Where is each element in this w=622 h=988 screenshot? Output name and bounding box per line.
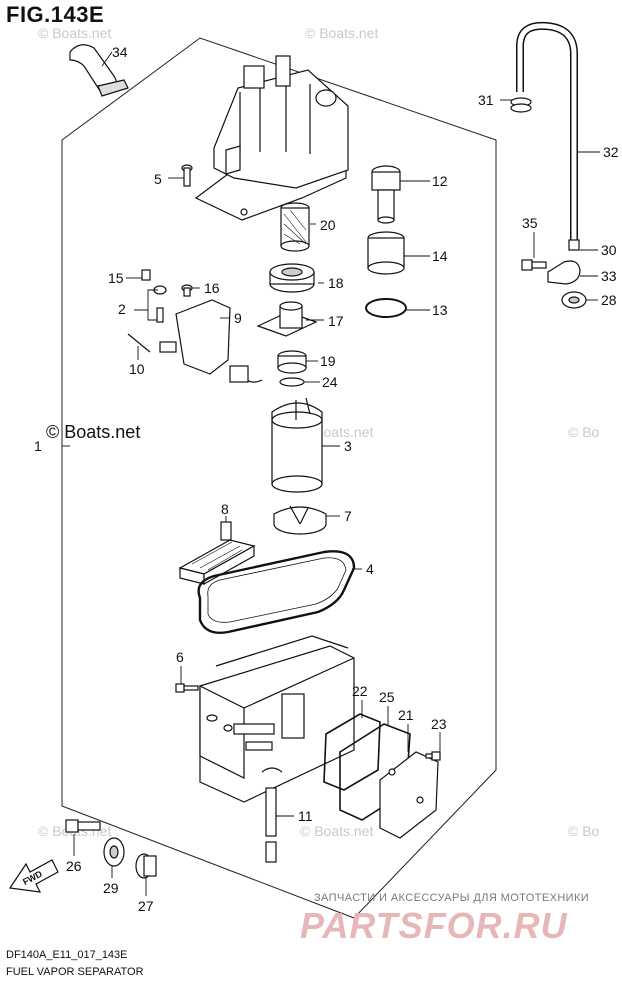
callout-26: 26 <box>66 858 82 874</box>
callout-1: 1 <box>34 438 42 454</box>
callout-13: 13 <box>432 302 448 318</box>
callout-17: 17 <box>328 313 344 329</box>
callout-29: 29 <box>103 880 119 896</box>
callout-28: 28 <box>601 292 617 308</box>
cover-gasket-part <box>323 713 381 791</box>
screw-part-16 <box>181 284 193 297</box>
figure-title: FIG.143E <box>6 2 105 27</box>
plate-part-17 <box>256 301 318 337</box>
parts-art <box>65 21 587 879</box>
watermark-6: © Boats.net <box>300 823 373 839</box>
assembly-outline <box>61 37 497 919</box>
pin-part-11 <box>265 787 277 863</box>
callout-25: 25 <box>379 689 395 705</box>
cap-part-14 <box>367 231 405 275</box>
bolt-part-6 <box>175 683 199 693</box>
callout-31: 31 <box>478 92 494 108</box>
regulator-part-12 <box>371 165 401 224</box>
watermark-4: © Bo <box>568 424 600 440</box>
watermark-2: © Boats.net <box>305 25 378 41</box>
callout-24: 24 <box>322 374 338 390</box>
callout-22: 22 <box>352 683 368 699</box>
chamber-body <box>199 635 355 803</box>
washer-part-29 <box>103 837 125 867</box>
callout-12: 12 <box>432 173 448 189</box>
bolt-part-26 <box>65 819 101 833</box>
callout-21: 21 <box>398 707 414 723</box>
gasket-inner-edge <box>207 557 347 623</box>
collar-part-27 <box>135 853 157 879</box>
callout-9: 9 <box>234 310 242 326</box>
shop-tagline: ЗАПЧАСТИ И АКСЕССУАРЫ ДЛЯ МОТОТЕХНИКИ <box>314 892 590 904</box>
callout-27: 27 <box>138 898 154 914</box>
hose-part <box>516 21 578 246</box>
watermarks: © Boats.net © Boats.net © Boats.net © Bo… <box>38 25 600 839</box>
callout-18: 18 <box>328 275 344 291</box>
hose-part-core <box>517 23 577 246</box>
callout-8: 8 <box>221 501 229 517</box>
leader-lines <box>62 51 600 896</box>
callout-19: 19 <box>320 353 336 369</box>
callout-33: 33 <box>601 268 617 284</box>
callout-6: 6 <box>176 649 184 665</box>
grommet-part-28 <box>561 291 587 309</box>
gasket-part <box>197 550 356 634</box>
seal-part-19 <box>277 350 307 374</box>
watermark-7: © Bo <box>568 823 600 839</box>
shop-brand-logo: PARTSFOR.RU <box>300 905 568 946</box>
callout-23: 23 <box>431 716 447 732</box>
screw-part-15 <box>141 269 151 281</box>
callout-11: 11 <box>298 808 313 824</box>
bolt-part-35 <box>521 259 547 271</box>
callout-10: 10 <box>129 361 145 377</box>
screw-part-23 <box>425 751 441 761</box>
wire-part-10 <box>127 333 177 353</box>
assembly-name: FUEL VAPOR SEPARATOR <box>6 966 144 978</box>
holder-part-7 <box>273 505 327 535</box>
clamp-part-33 <box>547 260 581 285</box>
model-code: DF140A_E11_017_143E <box>6 949 128 961</box>
callout-7: 7 <box>344 508 352 524</box>
watermark-1: © Boats.net <box>38 25 111 41</box>
fwd-arrow-icon: FWD <box>8 859 59 893</box>
clamp-part <box>69 44 129 97</box>
separator-top-housing <box>194 55 349 221</box>
callout-20: 20 <box>320 217 336 233</box>
grommet-part-18 <box>269 263 315 293</box>
copyright-notice: © Boats.net <box>46 422 141 442</box>
oring-part-24 <box>279 377 305 387</box>
callout-14: 14 <box>432 248 448 264</box>
callout-34: 34 <box>112 44 128 60</box>
screw-part-5 <box>181 164 193 187</box>
hose-end-part-30 <box>568 239 580 251</box>
callout-30: 30 <box>601 242 617 258</box>
collar-part-2 <box>153 285 167 323</box>
cover-part-9 <box>175 299 231 375</box>
callout-2: 2 <box>118 301 126 317</box>
callout-16: 16 <box>204 280 220 296</box>
filter-part <box>280 202 310 252</box>
oring-part-13 <box>365 298 407 318</box>
clip-part-31 <box>510 97 532 113</box>
fuel-pump-part <box>229 365 323 493</box>
cover-plate-part <box>379 751 439 839</box>
callout-5: 5 <box>154 171 162 187</box>
callout-numbers: 34 5 12 20 14 18 13 17 19 24 3 7 4 8 15 … <box>34 44 619 914</box>
callout-15: 15 <box>108 270 124 286</box>
callout-3: 3 <box>344 438 352 454</box>
callout-32: 32 <box>603 144 619 160</box>
callout-4: 4 <box>366 561 374 577</box>
callout-35: 35 <box>522 215 538 231</box>
